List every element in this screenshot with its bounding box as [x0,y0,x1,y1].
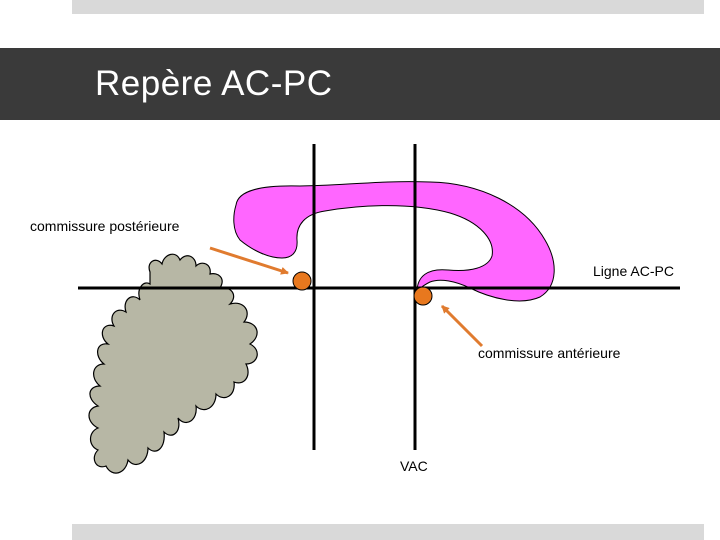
posterior-commissure-arrow [209,246,289,275]
bottom-decorative-strip [72,524,704,540]
cerebellum-shape [88,253,258,474]
vac-label: VAC [400,458,428,474]
posterior-commissure-marker [292,271,312,291]
anterior-commissure-label: commissure antérieure [478,345,621,361]
anterior-commissure-arrow [440,304,484,348]
slide-title: Repère AC-PC [95,64,333,103]
top-decorative-strip [72,0,704,14]
acpc-line-label: Ligne AC-PC [593,263,674,279]
title-bar [0,48,720,120]
posterior-commissure-label: commissure postérieure [30,218,180,234]
anterior-commissure-marker [413,286,433,306]
corpus-callosum-shape [233,181,555,302]
